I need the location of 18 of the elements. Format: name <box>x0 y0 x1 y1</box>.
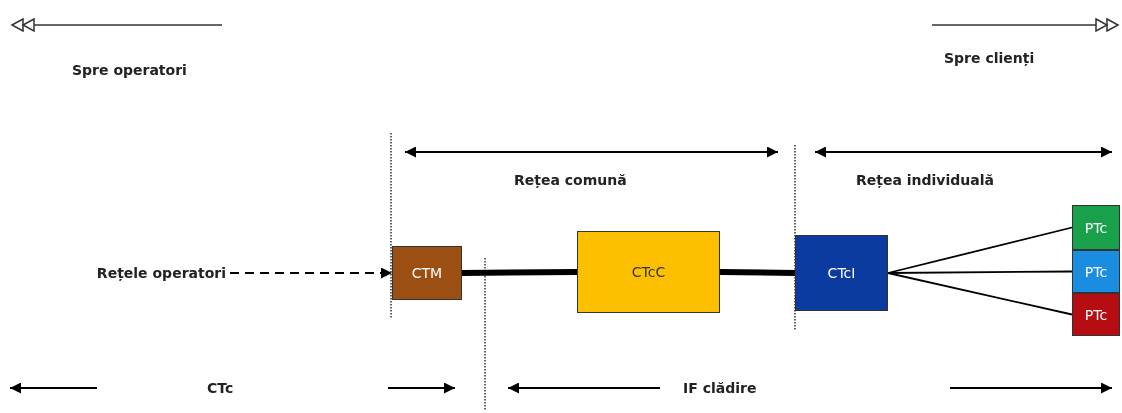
equipment-box: CTcC <box>577 231 720 313</box>
connector-line <box>461 269 578 276</box>
terminal-box: PTc <box>1072 205 1120 250</box>
terminal-box: PTc <box>1072 250 1120 293</box>
connector-line <box>887 226 1073 274</box>
section-label: Rețea comună <box>514 172 627 188</box>
equipment-box: CTM <box>392 246 462 300</box>
direction-label: Spre operatori <box>72 62 187 78</box>
connector-line <box>229 267 393 279</box>
section-label: Rețea individuală <box>856 172 994 188</box>
section-label: IF clădire <box>683 380 757 396</box>
direction-label: Spre clienți <box>944 50 1035 66</box>
network-label: Rețele operatori <box>40 260 230 286</box>
section-label: CTc <box>207 380 234 396</box>
connector-line <box>887 272 1073 316</box>
equipment-box: CTcI <box>795 235 888 311</box>
terminal-box: PTc <box>1072 293 1120 336</box>
connector-line <box>719 269 796 276</box>
